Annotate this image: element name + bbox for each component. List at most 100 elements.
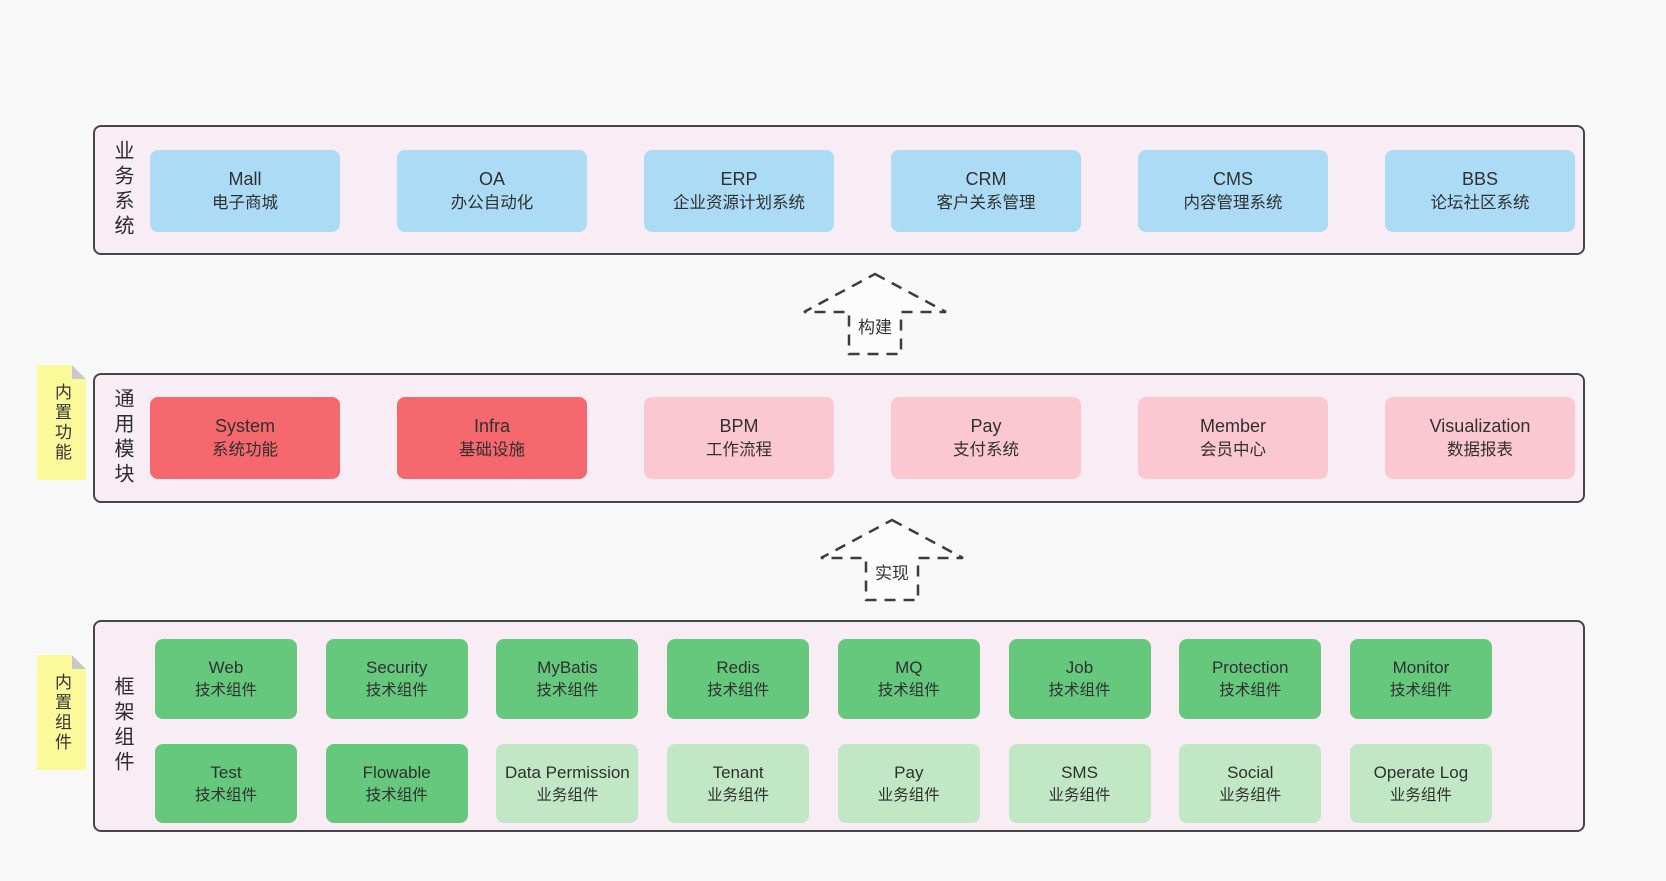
components-box-row-1: Web 技术组件 Security 技术组件 MyBatis 技术组件 Redi… xyxy=(155,639,1492,719)
box-subtitle: 业务组件 xyxy=(707,786,770,804)
box-job: Job 技术组件 xyxy=(1008,639,1151,719)
box-subtitle: 电子商城 xyxy=(212,194,278,213)
box-visualization: Visualization 数据报表 xyxy=(1385,397,1575,479)
box-title: Flowable xyxy=(362,762,431,782)
box-subtitle: 内容管理系统 xyxy=(1183,194,1283,213)
box-infra: Infra 基础设施 xyxy=(397,397,587,479)
box-subtitle: 业务组件 xyxy=(536,786,599,804)
box-security: Security 技术组件 xyxy=(325,639,468,719)
box-title: Data Permission xyxy=(505,762,630,782)
arrow-label-build: 构建 xyxy=(858,318,892,337)
box-title: Security xyxy=(365,658,428,678)
box-tenant: Tenant 业务组件 xyxy=(667,744,810,823)
box-subtitle: 技术组件 xyxy=(194,682,257,700)
box-sms: SMS 业务组件 xyxy=(1008,744,1151,823)
box-erp: ERP 企业资源计划系统 xyxy=(644,150,834,232)
box-subtitle: 技术组件 xyxy=(707,682,770,700)
box-title: Member xyxy=(1199,415,1266,436)
box-title: CRM xyxy=(965,168,1007,189)
box-title: System xyxy=(214,415,275,436)
box-subtitle: 会员中心 xyxy=(1200,441,1266,460)
panel-side-label: 框架组件 xyxy=(111,676,133,776)
box-oa: OA 办公自动化 xyxy=(397,150,587,232)
box-title: Pay xyxy=(970,415,1002,436)
box-subtitle: 技术组件 xyxy=(194,786,257,804)
box-data-permission: Data Permission 业务组件 xyxy=(496,744,639,823)
dashed-up-arrow-icon xyxy=(803,272,947,356)
box-subtitle: 企业资源计划系统 xyxy=(673,194,805,213)
box-subtitle: 办公自动化 xyxy=(450,194,534,213)
box-subtitle: 数据报表 xyxy=(1447,441,1513,460)
box-subtitle: 技术组件 xyxy=(1048,682,1111,700)
box-subtitle: 技术组件 xyxy=(1219,682,1282,700)
sticky-fold-corner-icon xyxy=(72,655,86,669)
box-title: Web xyxy=(208,658,244,678)
box-subtitle: 技术组件 xyxy=(365,786,428,804)
box-pay-business: Pay 业务组件 xyxy=(837,744,980,823)
box-subtitle: 论坛社区系统 xyxy=(1430,194,1530,213)
sticky-note-text: 内置功能 xyxy=(52,382,71,463)
box-bbs: BBS 论坛社区系统 xyxy=(1385,150,1575,232)
box-mybatis: MyBatis 技术组件 xyxy=(496,639,639,719)
box-title: Job xyxy=(1065,658,1094,678)
box-member: Member 会员中心 xyxy=(1138,397,1328,479)
box-subtitle: 客户关系管理 xyxy=(936,194,1036,213)
box-title: BBS xyxy=(1461,168,1499,189)
sticky-note-built-in-components: 内置组件 xyxy=(37,655,86,770)
box-title: Mall xyxy=(228,168,262,189)
modules-box-row: System 系统功能 Infra 基础设施 BPM 工作流程 Pay 支付系统… xyxy=(150,397,1575,479)
box-title: Infra xyxy=(473,415,511,436)
box-mall: Mall 电子商城 xyxy=(150,150,340,232)
box-title: Pay xyxy=(894,762,924,782)
box-title: Tenant xyxy=(712,762,764,782)
box-title: Operate Log xyxy=(1373,762,1469,782)
box-subtitle: 业务组件 xyxy=(1048,786,1111,804)
box-crm: CRM 客户关系管理 xyxy=(891,150,1081,232)
box-cms: CMS 内容管理系统 xyxy=(1138,150,1328,232)
box-title: Monitor xyxy=(1392,658,1450,678)
box-subtitle: 技术组件 xyxy=(1389,682,1452,700)
box-social: Social 业务组件 xyxy=(1179,744,1322,823)
box-title: MQ xyxy=(895,658,923,678)
panel-framework-components: 框架组件 Web 技术组件 Security 技术组件 MyBatis 技术组件… xyxy=(93,620,1585,832)
box-title: Redis xyxy=(716,658,760,678)
box-subtitle: 业务组件 xyxy=(877,786,940,804)
up-arrow-build: 构建 xyxy=(800,271,950,357)
box-protection: Protection 技术组件 xyxy=(1179,639,1322,719)
sticky-note-built-in-functions: 内置功能 xyxy=(37,365,86,480)
box-title: SMS xyxy=(1061,762,1098,782)
box-subtitle: 业务组件 xyxy=(1219,786,1282,804)
panel-side-label: 通用模块 xyxy=(111,388,133,488)
box-subtitle: 支付系统 xyxy=(953,441,1019,460)
box-subtitle: 技术组件 xyxy=(877,682,940,700)
box-pay-system: Pay 支付系统 xyxy=(891,397,1081,479)
box-subtitle: 业务组件 xyxy=(1389,786,1452,804)
panel-business-systems: 业务系统 Mall 电子商城 OA 办公自动化 ERP 企业资源计划系统 CRM… xyxy=(93,125,1585,255)
box-web: Web 技术组件 xyxy=(155,639,297,719)
box-system: System 系统功能 xyxy=(150,397,340,479)
components-box-row-2: Test 技术组件 Flowable 技术组件 Data Permission … xyxy=(155,744,1492,823)
panel-side-label: 业务系统 xyxy=(111,140,133,240)
box-title: ERP xyxy=(720,168,758,189)
box-title: OA xyxy=(478,168,505,189)
business-box-row: Mall 电子商城 OA 办公自动化 ERP 企业资源计划系统 CRM 客户关系… xyxy=(150,150,1575,232)
box-title: Social xyxy=(1227,762,1274,782)
box-title: BPM xyxy=(719,415,759,436)
box-subtitle: 系统功能 xyxy=(212,441,278,460)
box-subtitle: 技术组件 xyxy=(365,682,428,700)
box-title: Visualization xyxy=(1429,415,1531,436)
box-subtitle: 工作流程 xyxy=(706,441,772,460)
box-subtitle: 基础设施 xyxy=(459,441,525,460)
box-operate-log: Operate Log 业务组件 xyxy=(1349,744,1492,823)
box-title: Protection xyxy=(1211,658,1289,678)
sticky-note-text: 内置组件 xyxy=(52,672,71,753)
box-title: CMS xyxy=(1213,168,1253,189)
sticky-fold-corner-icon xyxy=(72,365,86,379)
box-monitor: Monitor 技术组件 xyxy=(1349,639,1492,719)
box-test: Test 技术组件 xyxy=(155,744,297,823)
box-subtitle: 技术组件 xyxy=(536,682,599,700)
panel-common-modules: 通用模块 System 系统功能 Infra 基础设施 BPM 工作流程 Pay… xyxy=(93,373,1585,503)
box-flowable: Flowable 技术组件 xyxy=(325,744,468,823)
box-title: MyBatis xyxy=(537,658,598,678)
